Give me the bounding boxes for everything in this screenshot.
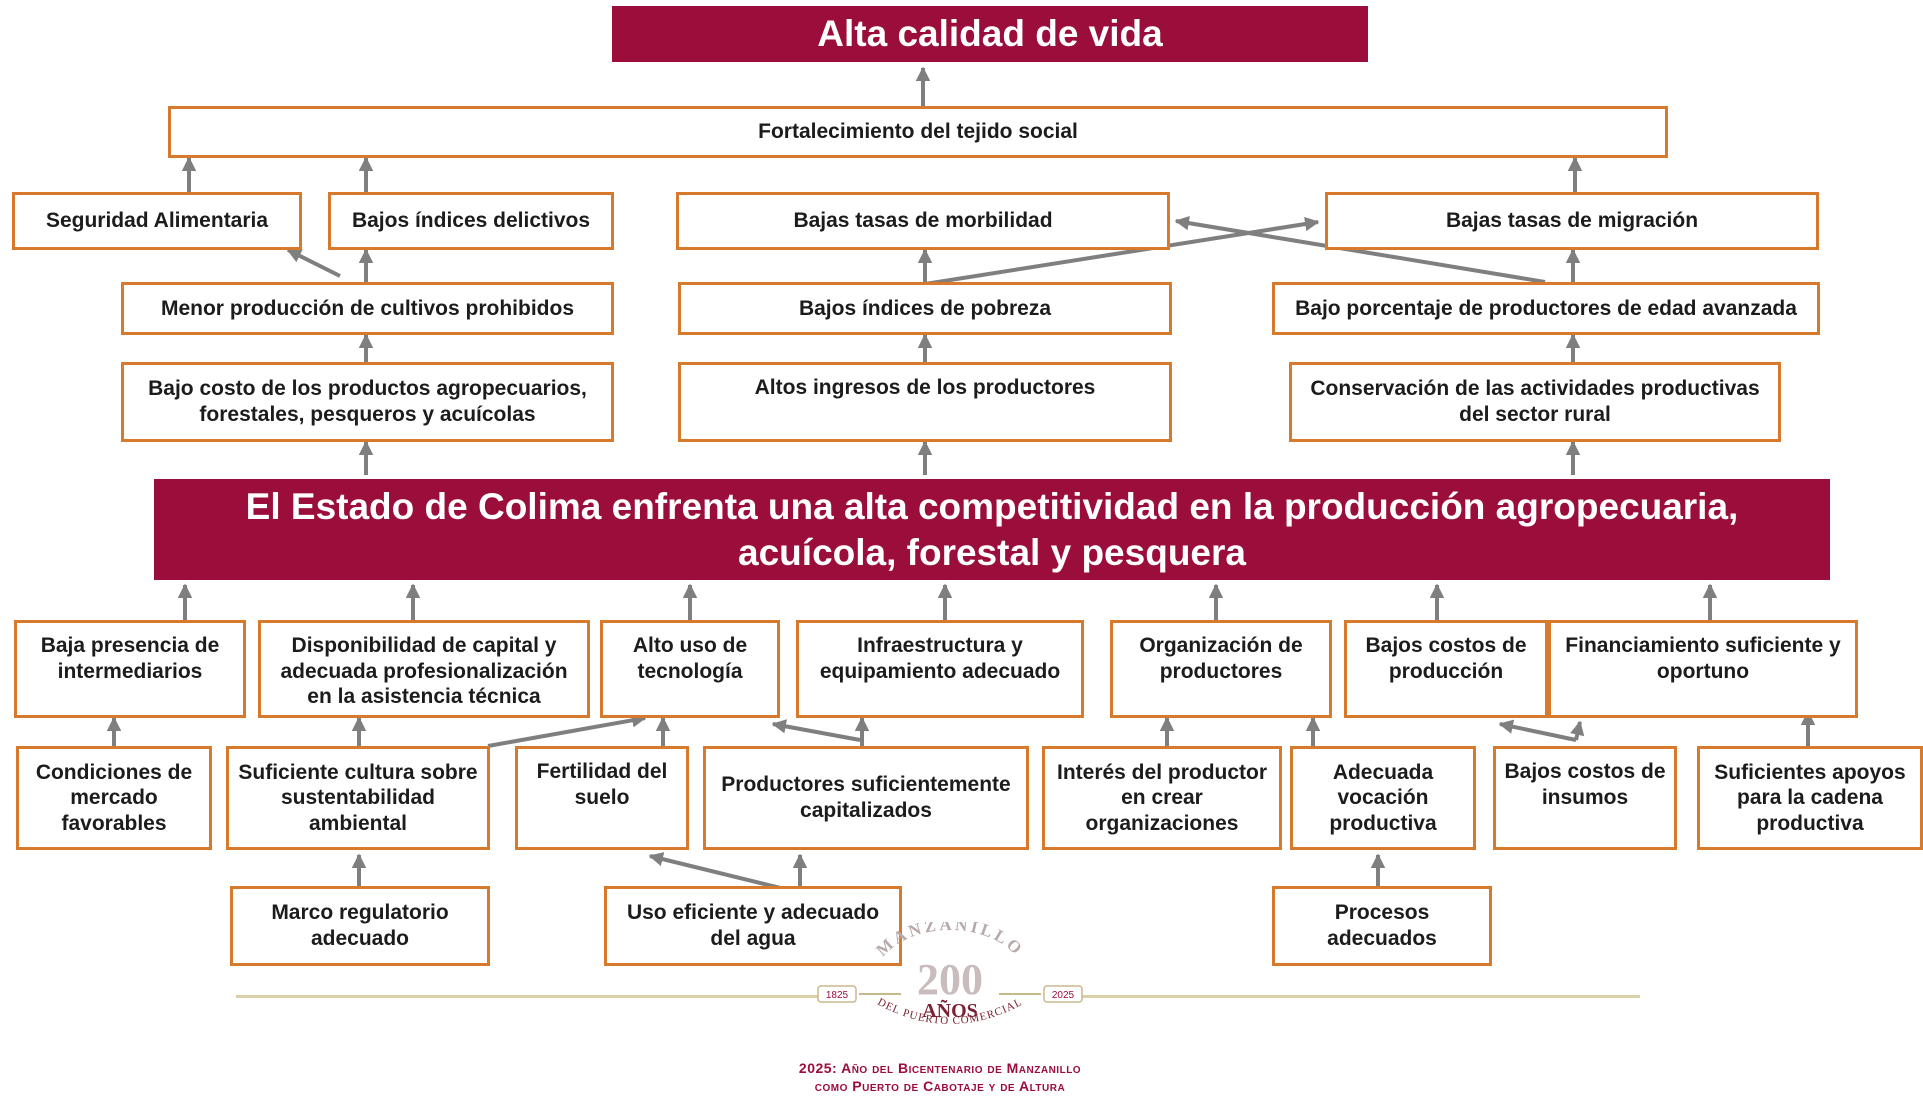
end-seguridad-alimentaria: Seguridad Alimentaria [12, 192, 302, 250]
end-fortalecimiento-tejido-social: Fortalecimiento del tejido social [168, 106, 1668, 158]
means-condiciones-mercado: Condiciones de mercado favorables [16, 746, 212, 850]
means-adecuada-vocacion: Adecuada vocación productiva [1290, 746, 1476, 850]
end-bajas-tasas-migracion: Bajas tasas de migración [1325, 192, 1819, 250]
end-bajo-costo-productos: Bajo costo de los productos agropecuario… [121, 362, 614, 442]
means-organizacion-productores: Organización de productores [1110, 620, 1332, 718]
end-altos-ingresos: Altos ingresos de los productores [678, 362, 1172, 442]
means-procesos-adecuados: Procesos adecuados [1272, 886, 1492, 966]
footer-caption-line-1: 2025: Año del Bicentenario de Manzanillo [798, 1060, 1082, 1076]
end-menor-cultivos-prohibidos: Menor producción de cultivos prohibidos [121, 282, 614, 335]
end-conservacion-actividades: Conservación de las actividades producti… [1289, 362, 1781, 442]
seal-number: 200 [917, 955, 983, 1004]
bicentenario-seal-logo: MANZANILLO 200 1825 2025 AÑOS DEL PUERTO… [817, 922, 1083, 1027]
seal-year-right: 2025 [1052, 990, 1075, 1001]
means-baja-presencia-intermediarios: Baja presencia de intermediarios [14, 620, 246, 718]
end-bajos-indices-pobreza: Bajos índices de pobreza [678, 282, 1172, 335]
means-interes-productor: Interés del productor en crear organizac… [1042, 746, 1282, 850]
seal-anos: AÑOS [922, 999, 978, 1022]
means-marco-regulatorio: Marco regulatorio adecuado [230, 886, 490, 966]
end-bajo-porcentaje-productores: Bajo porcentaje de productores de edad a… [1272, 282, 1820, 335]
means-financiamiento: Financiamiento suficiente y oportuno [1548, 620, 1858, 718]
means-disponibilidad-capital: Disponibilidad de capital y adecuada pro… [258, 620, 590, 718]
means-infraestructura-equipamiento: Infraestructura y equipamiento adecuado [796, 620, 1084, 718]
footer-caption: 2025: Año del Bicentenario de Manzanillo… [620, 1060, 1260, 1095]
end-bajas-tasas-morbilidad: Bajas tasas de morbilidad [676, 192, 1170, 250]
means-uso-eficiente-agua: Uso eficiente y adecuado del agua [604, 886, 902, 966]
means-suficiente-cultura: Suficiente cultura sobre sustentabilidad… [226, 746, 490, 850]
problem-banner: El Estado de Colima enfrenta una alta co… [154, 479, 1830, 580]
footer-caption-line-2: como Puerto de Cabotaje y de Altura [814, 1077, 1066, 1094]
means-alto-uso-tecnologia: Alto uso de tecnología [600, 620, 780, 718]
means-fertilidad-suelo: Fertilidad del suelo [515, 746, 689, 850]
goal-banner: Alta calidad de vida [612, 6, 1368, 62]
footer-rule-right [1080, 995, 1640, 998]
footer-rule-left [236, 995, 836, 998]
means-bajos-costos-produccion: Bajos costos de producción [1344, 620, 1548, 718]
end-bajos-indices-delictivos: Bajos índices delictivos [328, 192, 614, 250]
means-bajos-costos-insumos: Bajos costos de insumos [1493, 746, 1677, 850]
means-productores-capitalizados: Productores suficientemente capitalizado… [703, 746, 1029, 850]
seal-year-left: 1825 [826, 990, 849, 1001]
means-suficientes-apoyos: Suficientes apoyos para la cadena produc… [1697, 746, 1923, 850]
